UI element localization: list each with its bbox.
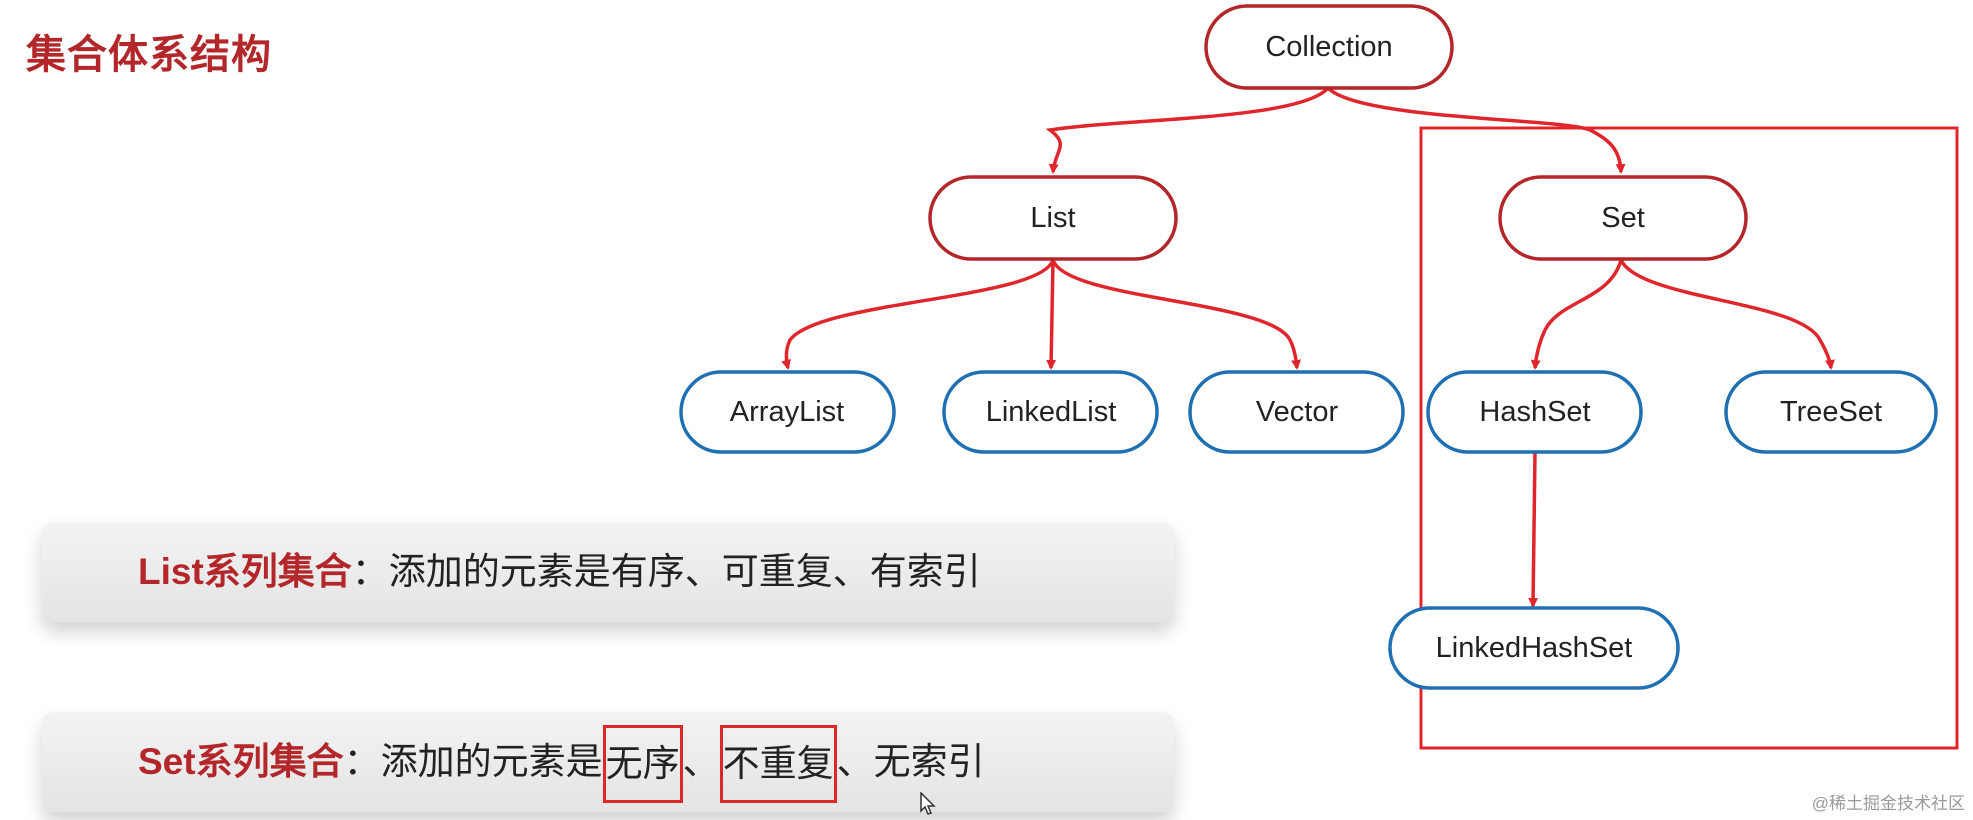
node-collection-label: Collection: [1265, 31, 1392, 63]
node-list: List: [928, 175, 1178, 261]
node-linkedlist-label: LinkedList: [986, 396, 1117, 428]
list-card-colon: ：: [351, 551, 389, 592]
edges: [781, 86, 1835, 608]
node-linkedlist: LinkedList: [942, 370, 1159, 454]
edge-list-vector: [1051, 259, 1301, 370]
node-linkedhashset-label: LinkedHashSet: [1436, 632, 1633, 664]
page-title: 集合体系结构: [26, 33, 272, 77]
set-card-term: Set系列集合: [138, 741, 344, 782]
list-info-card: List系列集合：添加的元素是有序、可重复、有索引: [42, 522, 1174, 622]
mouse-cursor-icon: [920, 792, 936, 815]
edge-hashset-linkedhashset: [1528, 451, 1539, 608]
set-group-highlight-box: [1419, 126, 1959, 750]
node-hashset: HashSet: [1426, 370, 1643, 454]
set-card-colon: ：: [343, 741, 381, 782]
set-card-desc-suffix: 、无索引: [836, 741, 985, 782]
node-vector: Vector: [1188, 370, 1405, 454]
list-card-text: List系列集合：添加的元素是有序、可重复、有索引: [138, 522, 981, 622]
set-info-card: Set系列集合：添加的元素是无序、不重复、无索引: [42, 712, 1174, 812]
node-treeset-label: TreeSet: [1780, 396, 1882, 428]
edge-set-hashset: [1530, 259, 1623, 370]
set-card-highlight-no-duplicates: 不重复: [719, 725, 837, 804]
node-arraylist: ArrayList: [679, 370, 896, 454]
node-set: Set: [1498, 175, 1748, 261]
set-card-text: Set系列集合：添加的元素是无序、不重复、无索引: [138, 712, 985, 812]
set-card-desc-prefix: 添加的元素是: [380, 741, 603, 782]
node-arraylist-label: ArrayList: [730, 396, 844, 428]
node-treeset: TreeSet: [1724, 370, 1938, 454]
node-set-label: Set: [1601, 202, 1645, 234]
node-list-label: List: [1030, 202, 1075, 234]
node-linkedhashset: LinkedHashSet: [1388, 606, 1680, 690]
edge-list-linkedlist: [1046, 259, 1057, 370]
list-card-term: List系列集合: [138, 551, 352, 592]
set-card-separator: 、: [682, 741, 720, 782]
edge-collection-list: [1045, 86, 1330, 174]
node-collection: Collection: [1204, 4, 1454, 90]
node-hashset-label: HashSet: [1479, 396, 1590, 428]
edge-list-arraylist: [781, 259, 1055, 370]
list-card-desc: 添加的元素是有序、可重复、有索引: [388, 551, 981, 592]
set-card-highlight-unordered: 无序: [602, 725, 683, 804]
edge-collection-set: [1326, 86, 1626, 174]
edge-set-treeset: [1619, 259, 1835, 370]
watermark: @稀土掘金技术社区: [1811, 794, 1965, 813]
node-vector-label: Vector: [1256, 396, 1339, 428]
